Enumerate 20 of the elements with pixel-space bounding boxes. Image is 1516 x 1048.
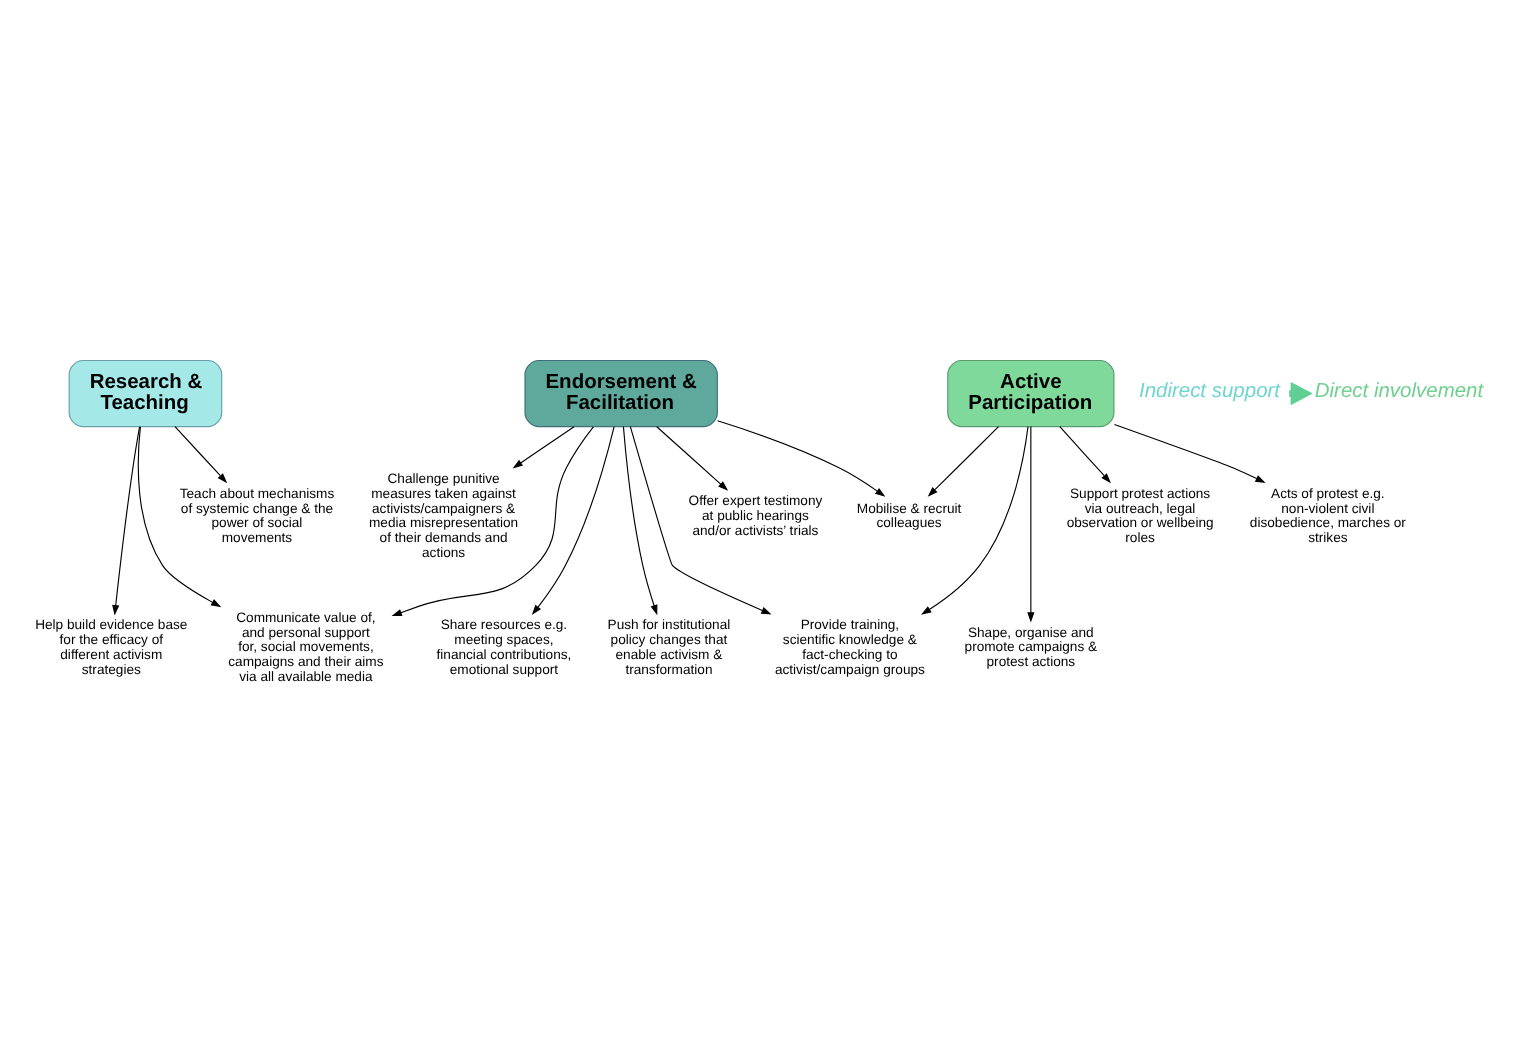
arrow xyxy=(629,425,772,614)
arrow xyxy=(622,425,658,615)
arrow xyxy=(927,425,1000,496)
arrow xyxy=(512,425,575,468)
node-text: Indirect support xyxy=(1138,380,1281,403)
arrow xyxy=(174,425,228,483)
node-box: Research & Teaching xyxy=(68,359,223,427)
arrow xyxy=(391,425,594,615)
arrow xyxy=(112,425,141,615)
arrow xyxy=(1027,425,1035,622)
arrow xyxy=(1059,425,1111,483)
node-box: Endorsement & Facilitation xyxy=(524,359,718,427)
arrow xyxy=(921,425,1029,614)
arrow xyxy=(137,425,222,607)
arrow xyxy=(1113,422,1266,482)
arrow xyxy=(716,419,886,496)
node-text: Direct involvement xyxy=(1314,380,1484,403)
arrow xyxy=(531,425,615,614)
node-box: Active Participation xyxy=(947,359,1115,427)
arrow xyxy=(656,425,729,490)
